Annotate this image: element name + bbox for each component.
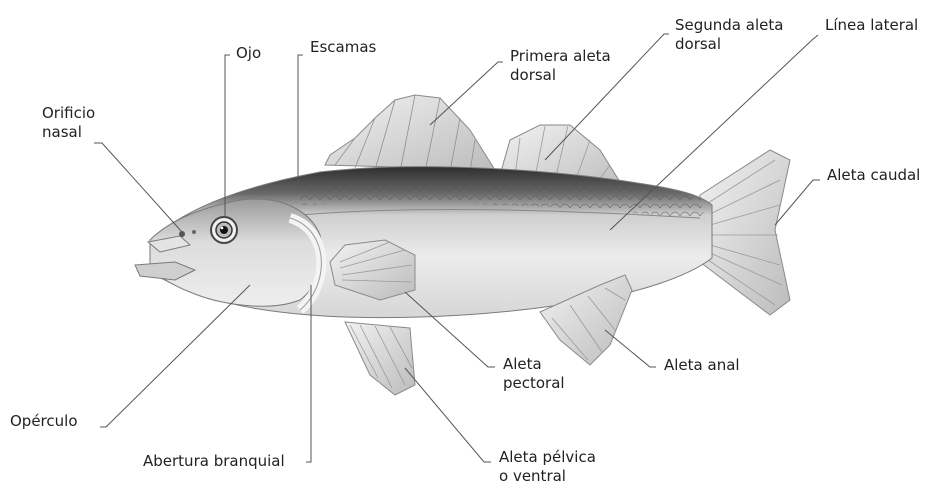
eye-icon <box>211 217 237 243</box>
label-operculo: Opérculo <box>10 412 78 431</box>
label-aleta-caudal: Aleta caudal <box>827 166 920 185</box>
label-abertura-branquial: Abertura branquial <box>143 452 285 471</box>
label-ojo: Ojo <box>236 44 261 63</box>
label-orificio-nasal: Orificio nasal <box>42 104 95 142</box>
label-aleta-anal: Aleta anal <box>664 356 740 375</box>
label-escamas: Escamas <box>310 38 376 57</box>
caudal-fin <box>700 150 790 315</box>
label-aleta-pectoral: Aleta pectoral <box>503 355 565 393</box>
label-linea-lateral: Línea lateral <box>825 16 918 35</box>
label-aleta-pelvica: Aleta pélvica o ventral <box>499 448 596 486</box>
label-segunda-aleta-dorsal: Segunda aleta dorsal <box>675 16 783 54</box>
label-primera-aleta-dorsal: Primera aleta dorsal <box>510 47 611 85</box>
first-dorsal-fin <box>325 95 495 170</box>
